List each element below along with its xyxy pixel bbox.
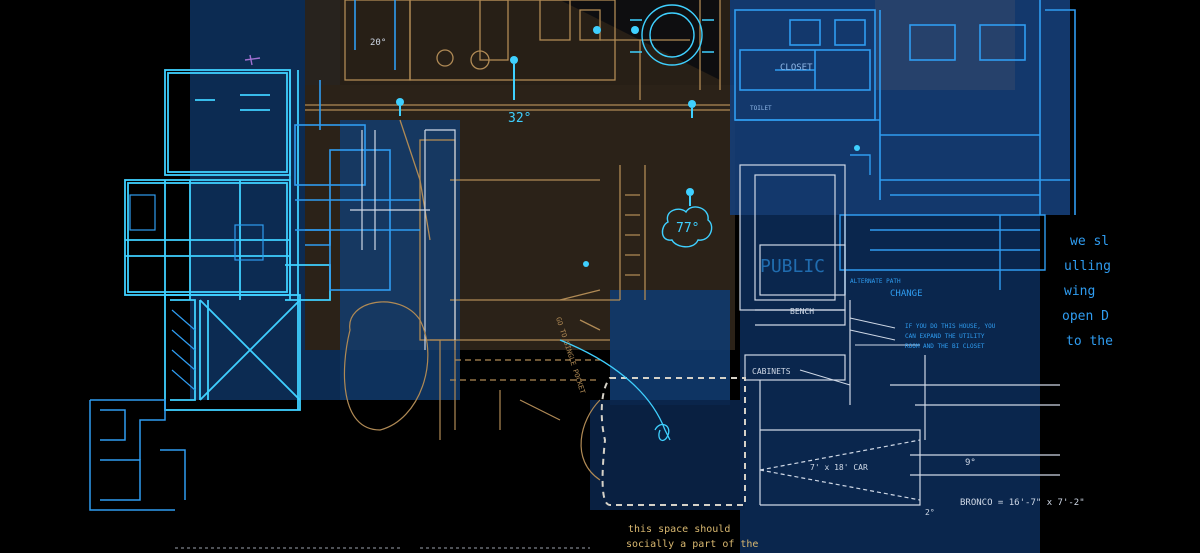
round-table — [630, 4, 714, 66]
blue-wash-center-low — [610, 290, 730, 405]
label-alternate-path: ALTERNATE PATH — [850, 278, 901, 285]
label-temp-9: 9° — [965, 458, 976, 468]
note-right-line-3: wing — [1064, 284, 1095, 299]
note-right-line-4: open D — [1062, 309, 1109, 324]
center-left-structure — [294, 0, 420, 291]
cloud-77 — [661, 206, 713, 248]
label-temp-20: 20° — [370, 38, 386, 48]
lower-left-plan — [89, 399, 186, 511]
label-temp-77: 77° — [676, 221, 699, 236]
dashed-room-outline — [600, 377, 746, 506]
flow-swirl — [654, 423, 670, 442]
label-bench: BENCH — [790, 307, 814, 316]
note-right-line-5: to the — [1066, 334, 1113, 349]
right-upper-plan — [734, 0, 1076, 215]
left-wing-hatch — [129, 194, 264, 391]
violet-mark — [244, 54, 261, 66]
light-markers — [396, 26, 860, 267]
label-car: 7' x 18' CAR — [810, 463, 868, 472]
tan-freehand — [343, 301, 601, 481]
note-middle-line-2: CAN EXPAND THE UTILITY — [905, 333, 985, 340]
blue-wash-right — [740, 215, 1040, 553]
blue-wash-mid — [340, 120, 460, 400]
note-right-line-2: ulling — [1064, 259, 1111, 274]
note-bottom-line-1: this space should — [628, 524, 730, 535]
blue-wash-bottom — [590, 400, 745, 510]
label-closet: CLOSET — [780, 63, 813, 73]
label-change: CHANGE — [890, 289, 923, 299]
gray-block — [875, 0, 1015, 90]
label-cabinets: CABINETS — [752, 367, 791, 376]
label-toilet: TOILET — [750, 105, 772, 112]
note-middle-line-3: ROOM AND THE BI CLOSET — [905, 343, 985, 350]
label-bronco: BRONCO = 16'-7" x 7'-2" — [960, 498, 1085, 508]
label-public: PUBLIC — [760, 256, 825, 277]
label-temp-2: 2° — [925, 508, 935, 517]
center-left-white — [350, 129, 456, 350]
note-bottom-line-2: socially a part of the — [626, 539, 758, 550]
note-middle-line-1: IF YOU DO THIS HOUSE, YOU — [905, 323, 996, 330]
center-right-white — [739, 164, 1060, 506]
note-right-line-1: we sl — [1070, 234, 1109, 249]
label-temp-32: 32° — [508, 111, 531, 126]
leader-lines — [799, 317, 920, 386]
top-plan-tan — [305, 0, 730, 341]
